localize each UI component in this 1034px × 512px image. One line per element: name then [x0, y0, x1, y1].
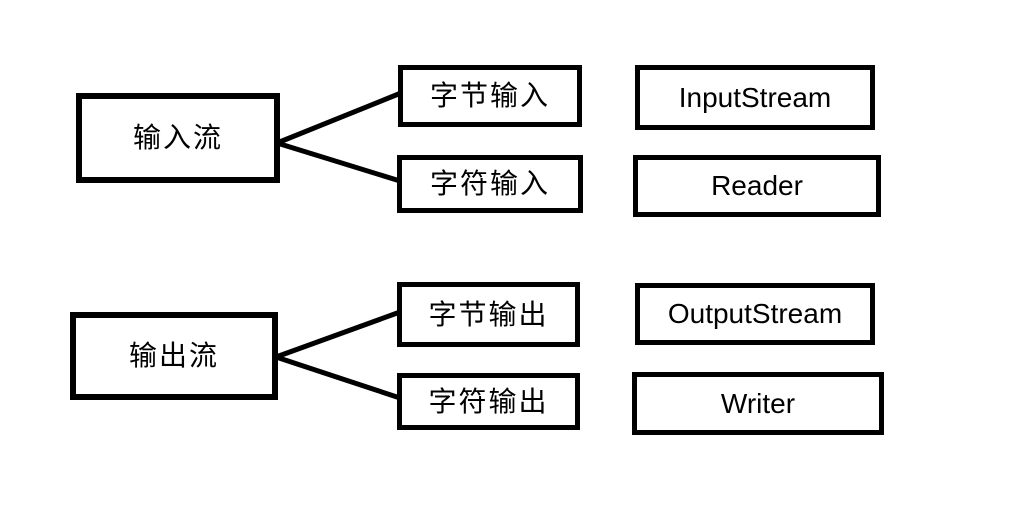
node-outputstream-class: OutputStream — [635, 283, 875, 345]
node-writer-class: Writer — [632, 372, 884, 435]
node-byte-input: 字节输入 — [398, 65, 582, 127]
connector-input_root-char_input — [276, 140, 401, 184]
node-input-stream-root: 输入流 — [76, 93, 280, 183]
node-output-stream-root: 输出流 — [70, 312, 278, 400]
node-char-output: 字符输出 — [397, 373, 580, 430]
node-reader-class: Reader — [633, 155, 881, 217]
connector-output_root-char_output — [275, 354, 401, 401]
node-byte-output: 字节输出 — [397, 282, 580, 347]
node-char-input: 字符输入 — [397, 155, 583, 213]
connector-input_root-byte_input — [276, 90, 402, 146]
connector-output_root-byte_output — [275, 309, 401, 360]
node-inputstream-class: InputStream — [635, 65, 875, 130]
